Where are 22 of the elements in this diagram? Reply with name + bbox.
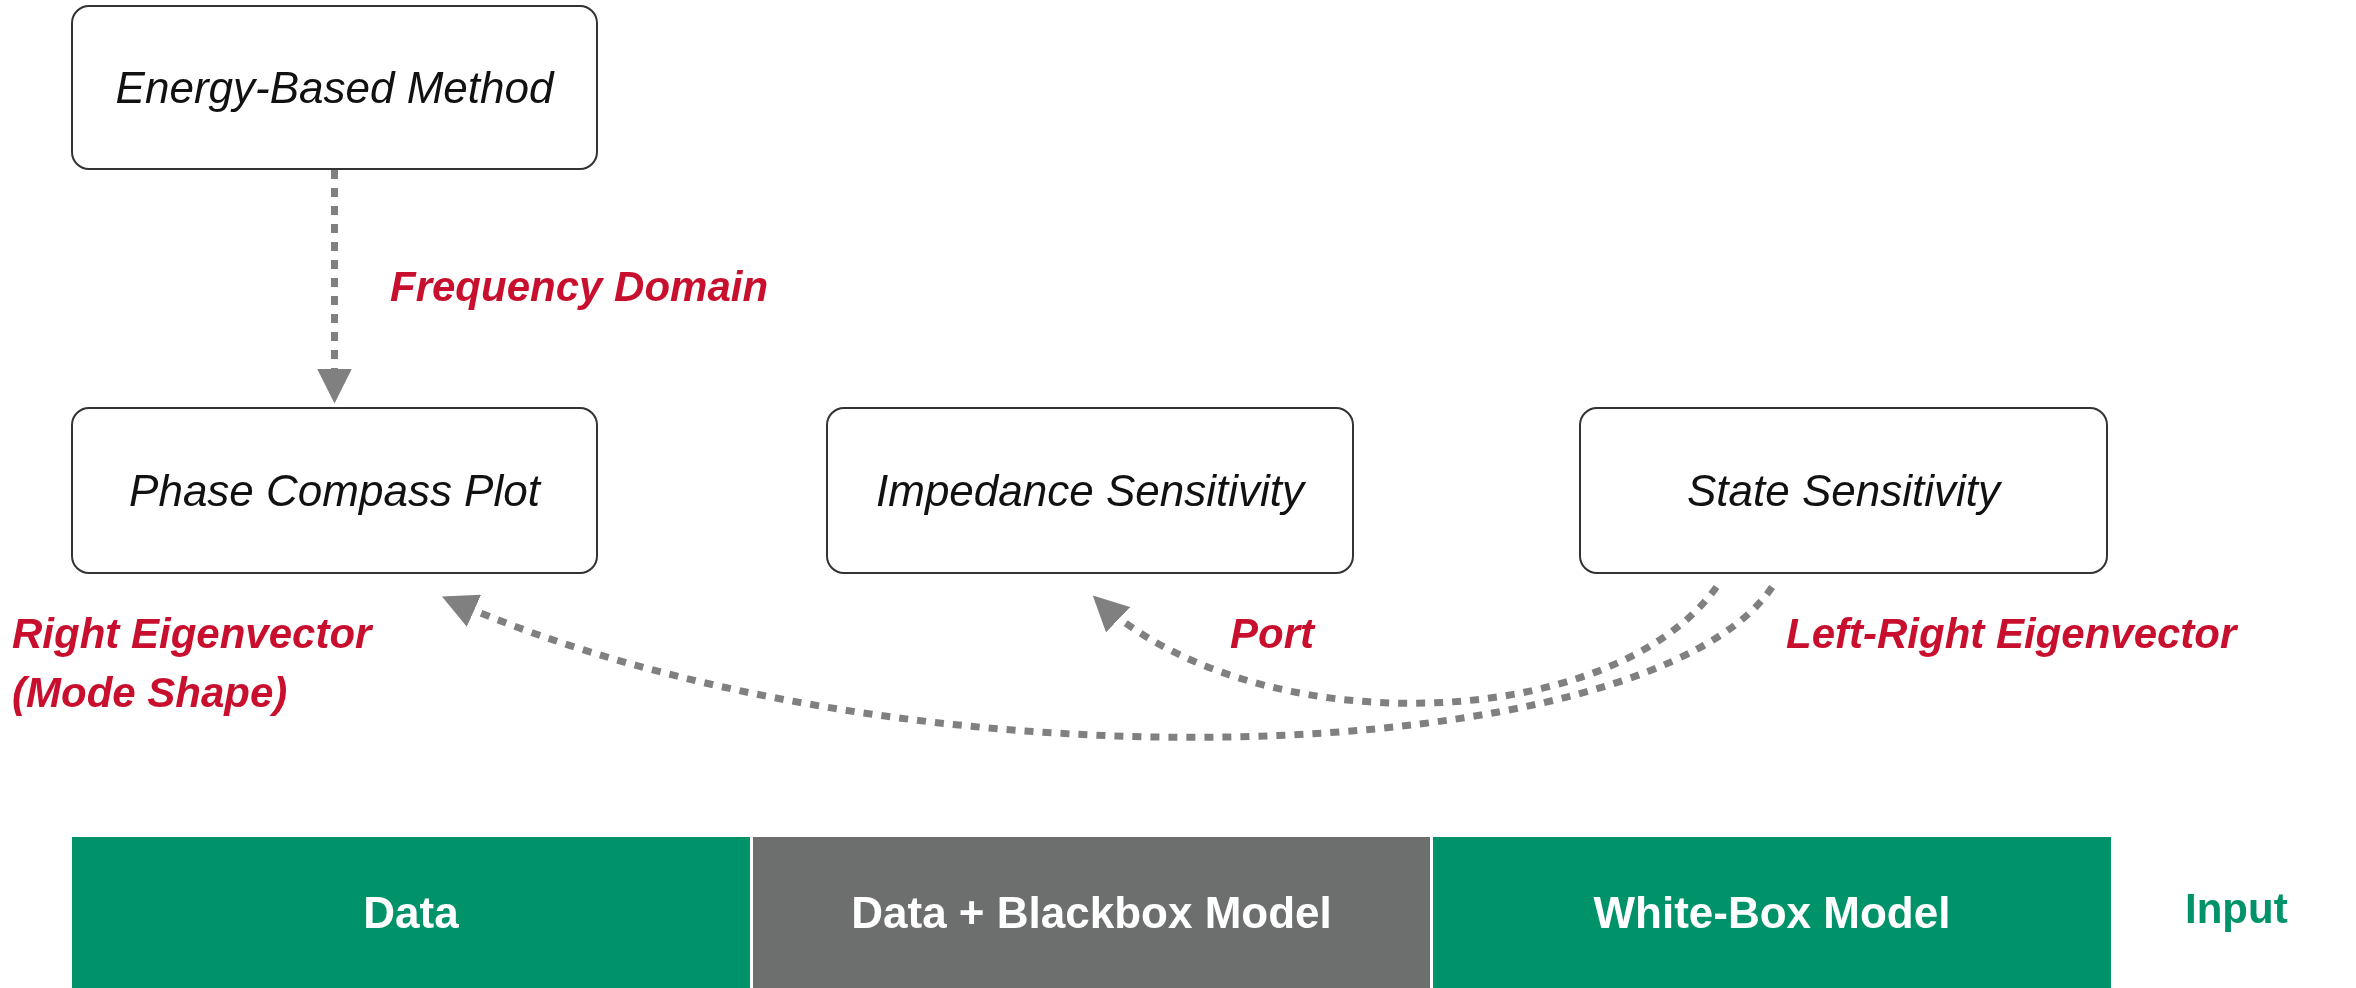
dotted-arrow: [441, 584, 1775, 741]
method-label: State Sensitivity: [1687, 465, 2000, 516]
method-label: Energy-Based Method: [115, 62, 554, 113]
input-bar: [753, 837, 1430, 988]
method-box: [826, 407, 1354, 574]
input-bar: [72, 837, 750, 988]
annotation-text: Input: [2185, 884, 2289, 934]
method-box: [71, 407, 598, 574]
method-box: [1579, 407, 2108, 574]
edge-label: Frequency Domain: [390, 262, 770, 312]
bar-label: Data + Blackbox Model: [851, 887, 1332, 938]
bar-label: White-Box Model: [1593, 887, 1951, 938]
method-box: [71, 5, 598, 170]
dotted-arrow: [317, 170, 352, 404]
annotation-text: Right Eigenvector (Mode Shape): [12, 609, 374, 718]
bar-label: Data: [363, 887, 459, 938]
annotation-text: Left-Right Eigenvector: [1786, 609, 2239, 659]
input-bar: [1433, 837, 2111, 988]
method-label: Phase Compass Plot: [129, 465, 540, 516]
method-label: Impedance Sensitivity: [876, 465, 1304, 516]
annotation-text: Port: [1230, 609, 1317, 659]
dotted-arrow: [1092, 584, 1720, 707]
